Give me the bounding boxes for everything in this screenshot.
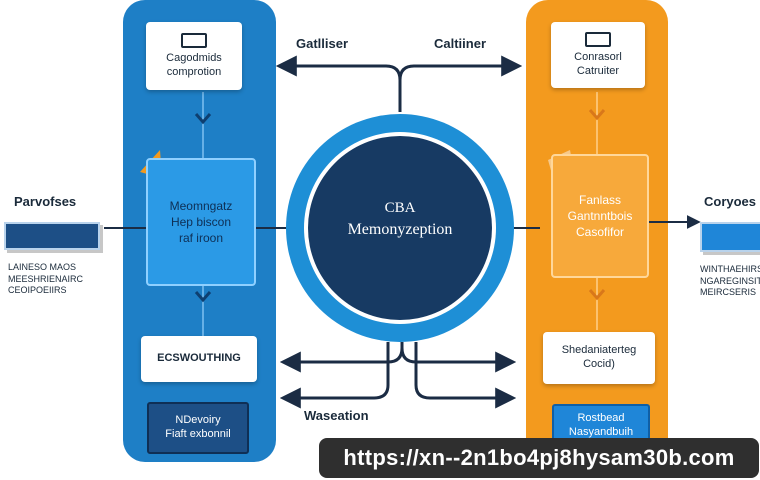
left-lower-card: ECSWOUTHING — [141, 336, 257, 382]
label-top-left: Gatlliser — [296, 36, 349, 51]
center-node: CBA Memonyzeption — [347, 200, 453, 238]
label-top-right: Caltiiner — [434, 36, 487, 51]
right-side-title: Coryoes — [704, 194, 757, 209]
server-icon — [585, 31, 611, 47]
right-side-text: WINTHAEHIRS NGAREGINSITAR MEIRCSERIS — [700, 264, 760, 298]
label-bottom: Waseation — [304, 408, 369, 423]
left-middle-box: Meomngatz Hep biscon raf iroon — [146, 158, 256, 286]
left-input-bar — [4, 222, 100, 250]
left-bottom-box: NDevoiry Fiaft exbonnil — [147, 402, 249, 454]
right-lower-card: Shedaniaterteg Cocid) — [543, 332, 655, 384]
watermark-url: https://xn--2n1bo4pj8hysam30b.com — [319, 438, 759, 478]
left-side-title: Parvofses — [14, 194, 77, 209]
right-output-bar — [700, 222, 760, 252]
server-icon — [181, 32, 207, 48]
left-top-card: Cagodmids comprotion — [146, 22, 242, 90]
left-side-text: LAINESO MAOS MEESHRIENAIRC CEOIPOEIIRS — [8, 262, 84, 296]
right-middle-box: Fanlass Gantnntbois Casofifor — [551, 154, 649, 278]
right-top-card: Conrasorl Catruiter — [551, 22, 645, 88]
